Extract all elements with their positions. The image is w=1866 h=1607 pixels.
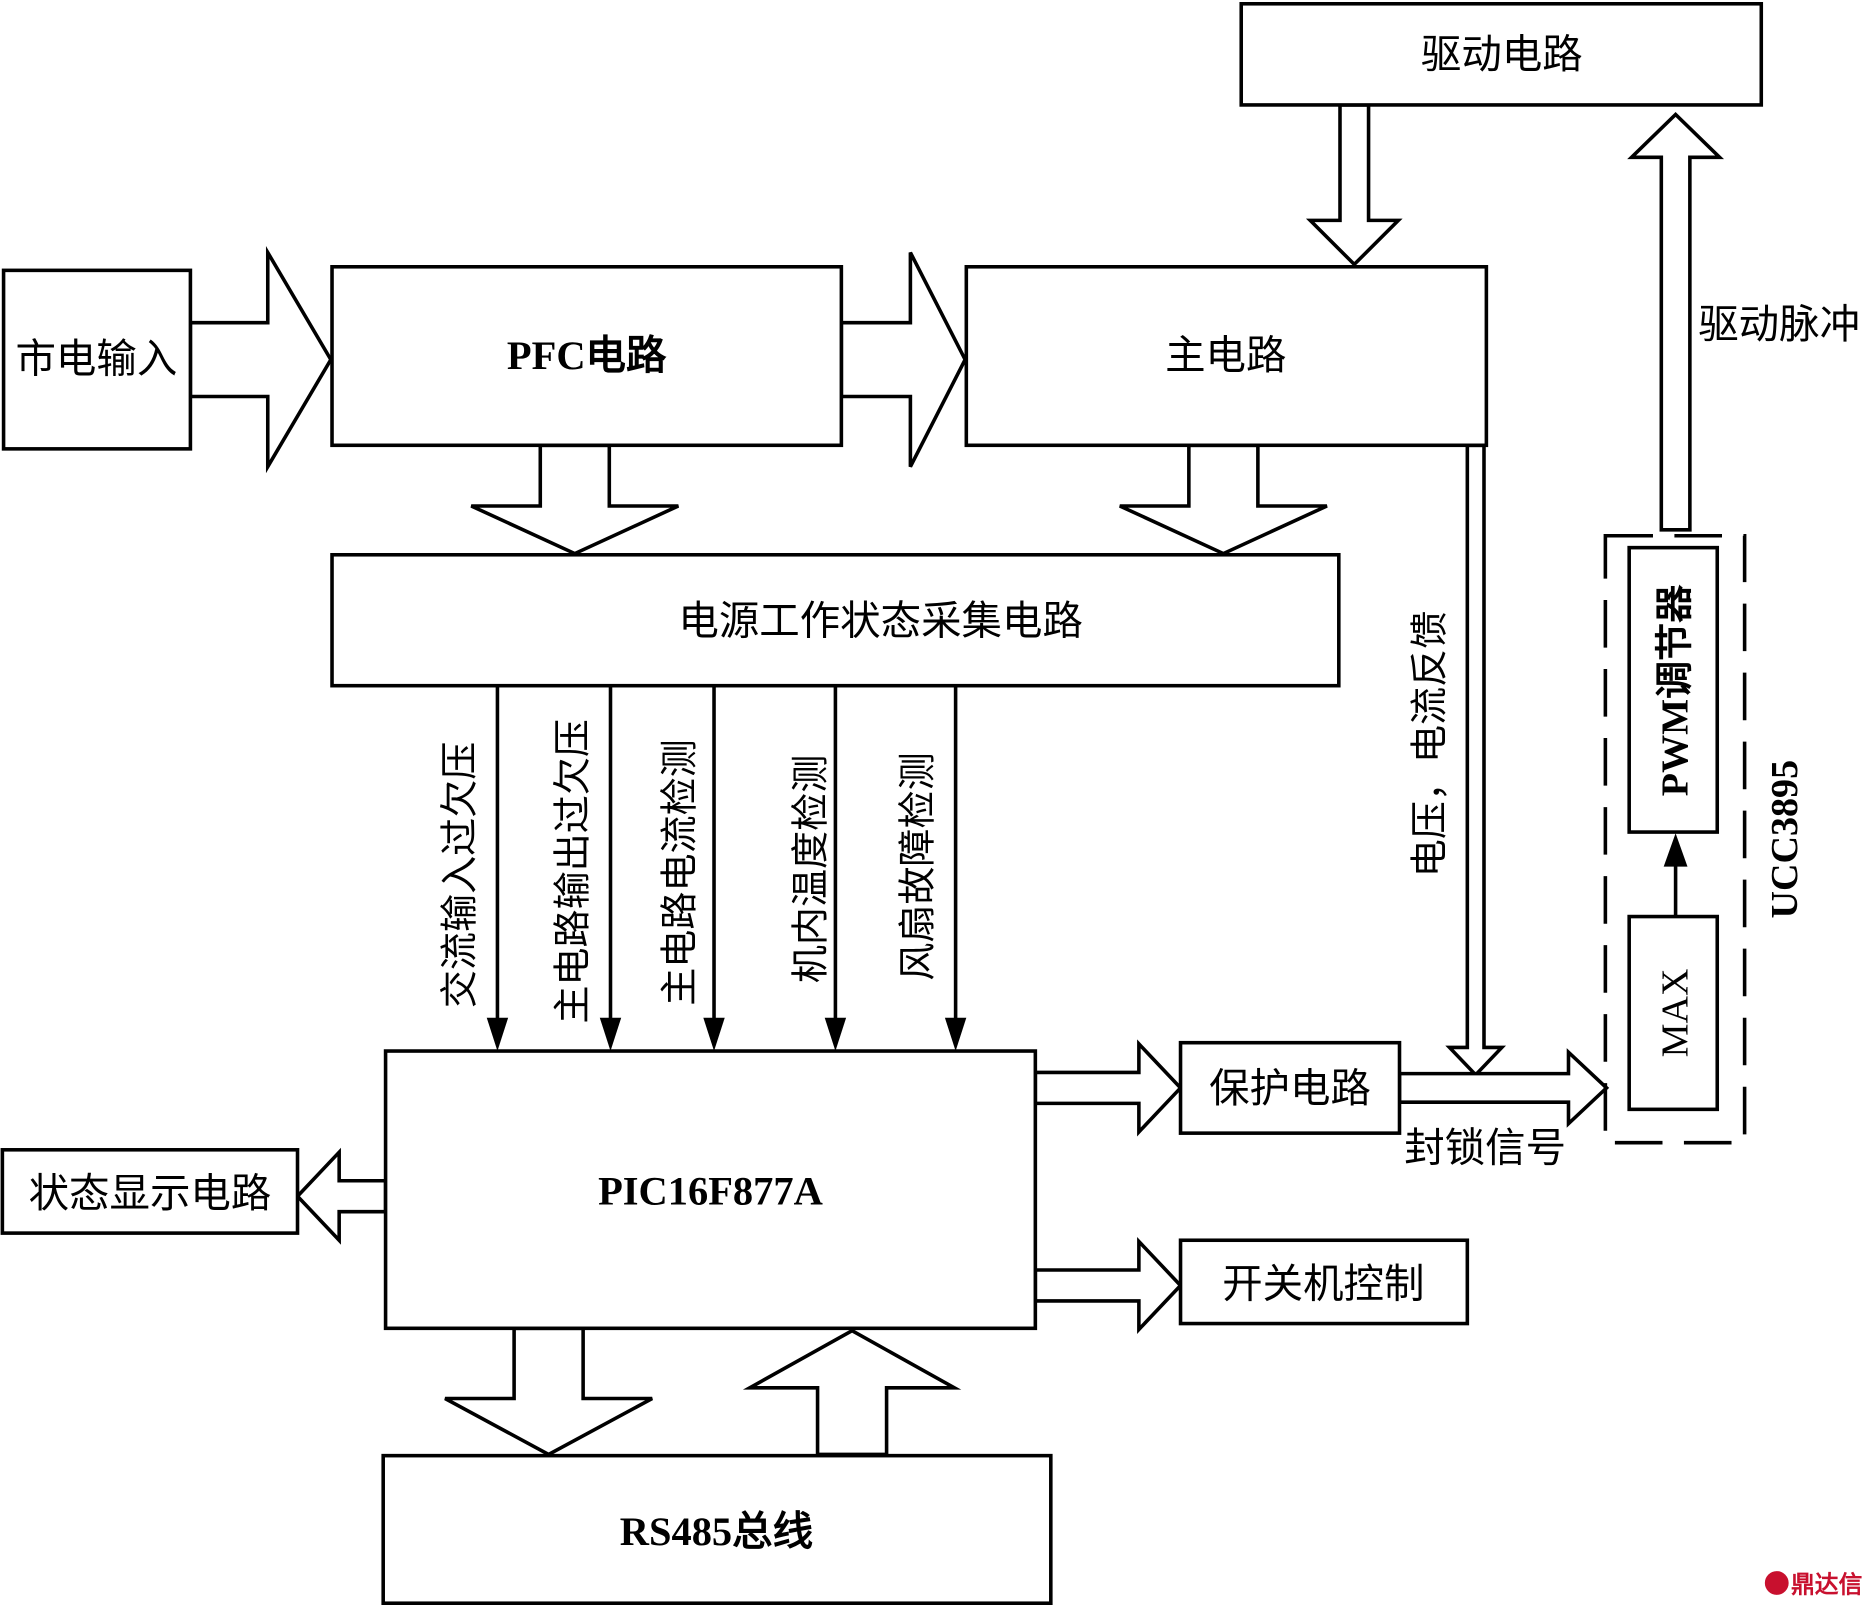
mcu-box [383,1049,1038,1331]
drive-circuit-box [1239,2,1764,107]
power-switch-box [1178,1238,1470,1326]
signal-arrowhead-3 [824,1017,847,1052]
arrows [188,103,1725,1457]
pwm-label: PWM调节器 [1653,584,1696,796]
signal-arrows [486,685,967,1052]
ucc3895-dashed-box [1603,533,1747,1145]
pfc-to-main-arrow [839,251,968,468]
drive-circuit-label: 驱动电路 [1421,32,1583,77]
signal-arrowhead-4 [944,1017,967,1052]
main-circuit-box [964,265,1489,448]
power-switch-label: 开关机控制 [1222,1261,1424,1306]
status-display-label: 状态显示电路 [29,1171,272,1216]
rs485-to-mcu-arrow [742,1328,962,1457]
mcu-to-display-arrow [295,1147,388,1245]
signal-main-current: 主电路电流检测 [659,739,702,1006]
watermark-text: 鼎达信 [1791,1571,1862,1599]
signal-arrowhead-1 [599,1017,622,1052]
protection-box [1178,1040,1402,1135]
pwm-box [1627,545,1720,834]
ucc3895-label: UCC3895 [1764,760,1806,919]
mcu-to-switch-arrow [1033,1236,1183,1334]
signal-lock: 封锁信号 [1404,1126,1566,1171]
signal-temperature: 机内温度检测 [790,755,833,983]
signal-arrowhead-2 [703,1017,725,1052]
max-to-pwm-arrowhead [1663,833,1688,867]
main-circuit-label: 主电路 [1165,333,1286,378]
watermark-logo: 鼎达信 [1764,1571,1862,1599]
mains-input-box [1,268,193,451]
main-to-acq-arrow [1119,443,1328,556]
feedback-arrow [1445,443,1507,1078]
signal-arrowhead-0 [486,1017,509,1052]
pfc-box [330,265,844,448]
max-box [1627,914,1720,1112]
mcu-to-protection-arrow [1033,1039,1183,1137]
drive-to-main-arrow [1305,103,1403,267]
rs485-box [381,1453,1053,1605]
signal-drive-pulse: 驱动脉冲 [1698,302,1860,347]
signal-fan-fault: 风扇故障检测 [897,752,940,980]
drive-pulse-arrow [1627,111,1725,532]
status-display-box [0,1148,300,1235]
mcu-to-rs485-arrow [444,1326,653,1457]
signal-feedback: 电压，电流反馈 [1409,611,1451,878]
mains-to-pfc-arrow [188,245,333,474]
acquisition-label: 电源工作状态采集电路 [678,599,1083,644]
mains-input-label: 市电输入 [15,337,177,382]
lock-signal-arrow [1397,1048,1610,1128]
signal-ac-input: 交流输入过欠压 [438,742,481,1009]
max-label: MAX [1654,969,1696,1058]
protection-label: 保护电路 [1209,1066,1371,1111]
mcu-label: PIC16F877A [598,1169,823,1214]
pfc-to-acq-arrow [470,443,680,556]
rs485-label: RS485总线 [620,1509,813,1554]
acquisition-box [330,552,1341,688]
signal-main-output: 主电路输出过欠压 [552,719,595,1024]
pfc-label: PFC电路 [507,333,667,378]
